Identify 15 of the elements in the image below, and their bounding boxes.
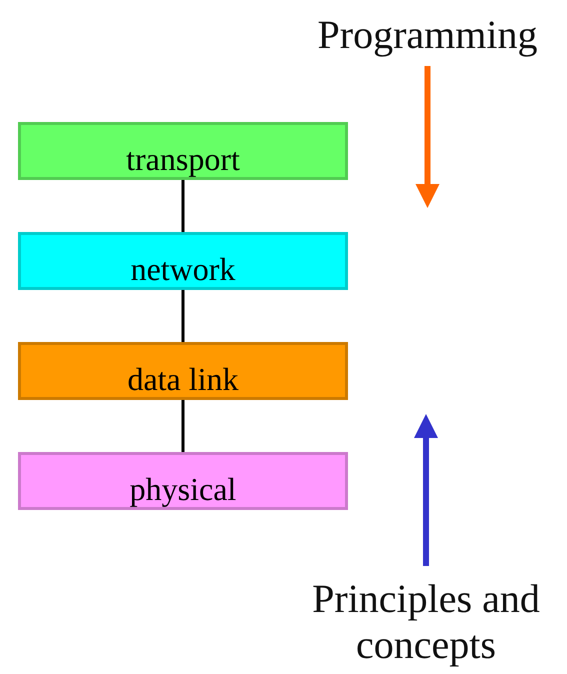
node-label: transport: [126, 143, 240, 175]
connector-line: [182, 400, 184, 452]
node-label: physical: [130, 473, 236, 505]
layer-box: [18, 452, 348, 510]
layer-box: [18, 342, 348, 400]
layer-box: [18, 232, 348, 290]
heading-text: Programming: [318, 12, 538, 58]
arrow: [416, 66, 440, 208]
node-label: network: [130, 253, 236, 285]
connector-line: [182, 180, 184, 232]
layer-box: [18, 122, 348, 180]
connector-line: [182, 290, 184, 342]
node-label: data link: [127, 363, 239, 395]
heading-text: Principles and concepts: [311, 576, 541, 668]
arrow: [414, 414, 438, 566]
